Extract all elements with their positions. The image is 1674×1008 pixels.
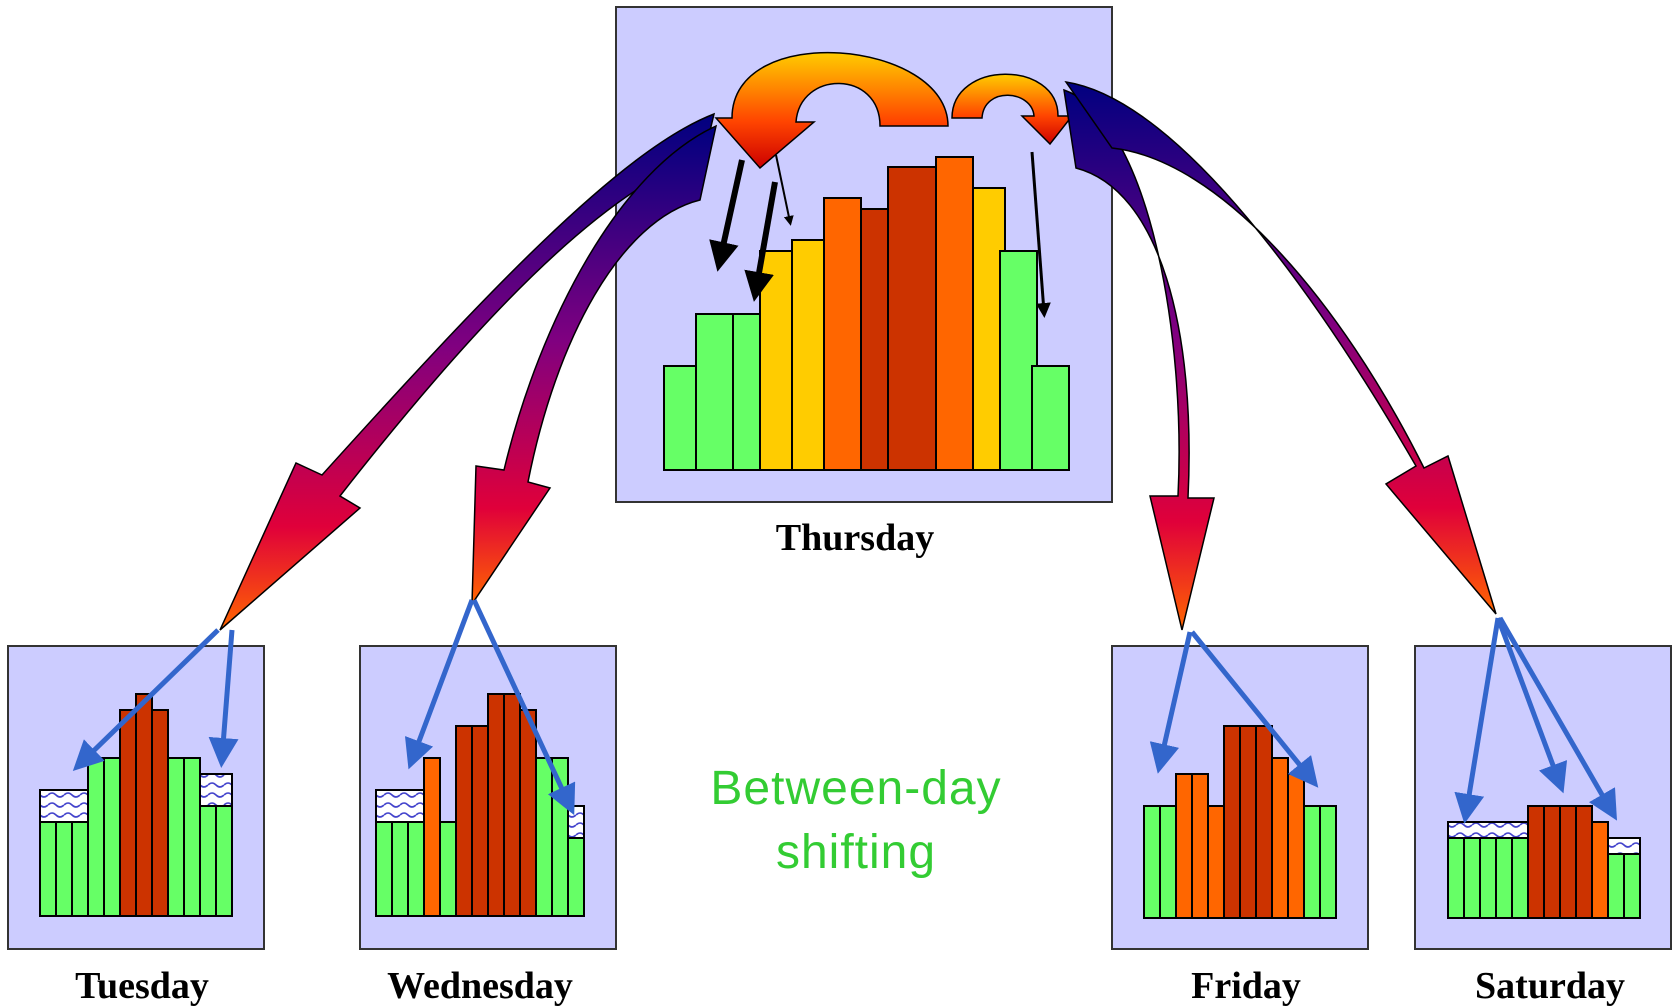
shifted-block — [39, 789, 89, 823]
blue-shift-arrow — [471, 598, 576, 816]
tuesday-bars — [39, 693, 233, 917]
shifted-block — [1607, 837, 1641, 855]
bar — [759, 250, 793, 471]
bar — [407, 821, 425, 917]
blue-shift-arrow — [404, 599, 475, 770]
bar — [935, 156, 974, 471]
bar — [823, 197, 862, 471]
blue-shift-arrow — [208, 629, 239, 768]
bar — [791, 239, 825, 471]
bar — [1143, 805, 1161, 919]
thursday-black-arrows — [709, 151, 1051, 318]
bar — [999, 250, 1038, 471]
bar — [1479, 837, 1497, 919]
bar — [1527, 805, 1545, 919]
bar — [455, 725, 473, 917]
tuesday-label: Tuesday — [75, 965, 209, 1007]
caption-line-1: Between-day — [710, 762, 1001, 815]
bar — [1591, 821, 1609, 919]
bar — [695, 313, 734, 471]
wednesday-label: Wednesday — [387, 965, 573, 1007]
caption-line-2: shifting — [776, 826, 936, 879]
bar — [1623, 853, 1641, 919]
blue-shift-arrow — [1190, 630, 1319, 788]
bar — [151, 709, 169, 917]
bar — [519, 709, 537, 917]
blue-shift-arrow — [1497, 616, 1617, 821]
bar — [183, 757, 201, 917]
shifted-block — [199, 773, 233, 807]
arrow-to-saturday — [1064, 80, 1497, 615]
bar — [119, 709, 137, 917]
bar — [487, 693, 505, 917]
wednesday-bars — [375, 693, 585, 917]
bar — [1559, 805, 1577, 919]
thursday-label: Thursday — [776, 517, 934, 559]
bar — [1271, 757, 1289, 919]
black-arrow — [709, 159, 745, 272]
large-curl-arrow — [714, 51, 949, 170]
bar — [1447, 837, 1465, 919]
bar — [39, 821, 57, 917]
bar — [423, 757, 441, 917]
blue-shift-arrow — [72, 628, 220, 771]
bar — [103, 757, 121, 917]
bar — [1031, 365, 1070, 471]
arrow-to-tuesday — [219, 112, 716, 631]
bar — [1191, 773, 1209, 919]
thursday-bars — [663, 156, 1070, 471]
bar — [535, 757, 553, 917]
friday-label: Friday — [1191, 965, 1301, 1007]
bar — [391, 821, 409, 917]
bar — [439, 821, 457, 917]
bar — [55, 821, 73, 917]
bar — [663, 365, 697, 471]
bar — [860, 208, 889, 471]
bar — [1207, 805, 1225, 919]
friday-bars — [1143, 725, 1337, 919]
bar — [567, 837, 585, 917]
arrow-to-friday — [1063, 88, 1215, 631]
blue-shift-arrow — [1149, 631, 1193, 774]
bar — [71, 821, 89, 917]
bar — [1495, 837, 1513, 919]
black-arrow — [1030, 151, 1051, 318]
bar — [1239, 725, 1257, 919]
bar — [1223, 725, 1241, 919]
bar — [375, 821, 393, 917]
bar — [1287, 773, 1305, 919]
bar — [1319, 805, 1337, 919]
saturday-bars — [1447, 805, 1641, 919]
bar — [1463, 837, 1481, 919]
bar — [1511, 837, 1529, 919]
bar — [1175, 773, 1193, 919]
bar — [471, 725, 489, 917]
shifted-block — [1447, 821, 1529, 839]
blue-shift-arrow — [1454, 617, 1501, 824]
bar — [199, 805, 217, 917]
bar — [1303, 805, 1321, 919]
bar — [732, 313, 761, 471]
bar — [1543, 805, 1561, 919]
shifted-block — [375, 789, 425, 823]
bar — [135, 693, 153, 917]
bar — [887, 166, 937, 471]
small-curl-arrow — [951, 73, 1074, 146]
bar — [215, 805, 233, 917]
blue-shift-arrow — [1495, 617, 1568, 794]
black-arrow — [775, 154, 794, 226]
bar — [1159, 805, 1177, 919]
saturday-label: Saturday — [1475, 965, 1625, 1007]
bar — [1255, 725, 1273, 919]
black-arrow — [744, 181, 778, 302]
bar — [503, 693, 521, 917]
shifted-block — [567, 805, 585, 839]
bar — [167, 757, 185, 917]
bar — [87, 757, 105, 917]
bar — [1575, 805, 1593, 919]
bar — [1607, 853, 1625, 919]
